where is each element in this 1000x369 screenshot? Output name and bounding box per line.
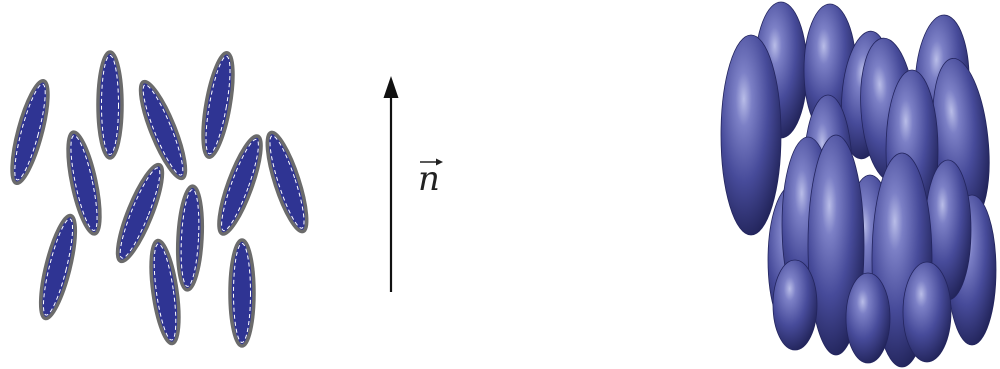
molecule-schematic bbox=[66, 130, 102, 236]
molecule-schematic bbox=[10, 78, 50, 186]
director-vector-bar-head bbox=[436, 158, 443, 166]
molecule-schematic bbox=[265, 130, 309, 234]
ellipsoid-3d bbox=[772, 259, 818, 351]
ellipsoid-3d bbox=[845, 272, 891, 364]
ellipsoid-3d bbox=[902, 261, 952, 363]
molecule-schematic bbox=[96, 50, 124, 160]
molecule-schematic bbox=[138, 79, 188, 181]
director-vector: n bbox=[383, 76, 443, 292]
molecule-schematic bbox=[38, 213, 78, 321]
molecule-schematic bbox=[175, 184, 205, 292]
molecule-schematic bbox=[201, 51, 235, 159]
director-label: n bbox=[418, 159, 440, 199]
ellipsoid-3d bbox=[720, 34, 782, 236]
molecule-schematic bbox=[149, 238, 181, 346]
molecule-schematic bbox=[228, 238, 256, 348]
ellipsoid-render-panel bbox=[720, 1, 997, 368]
molecule-schematic bbox=[217, 134, 263, 236]
director-arrow-head bbox=[383, 76, 399, 98]
molecule-schematic-panel bbox=[10, 50, 309, 348]
molecule-schematic bbox=[115, 162, 165, 264]
